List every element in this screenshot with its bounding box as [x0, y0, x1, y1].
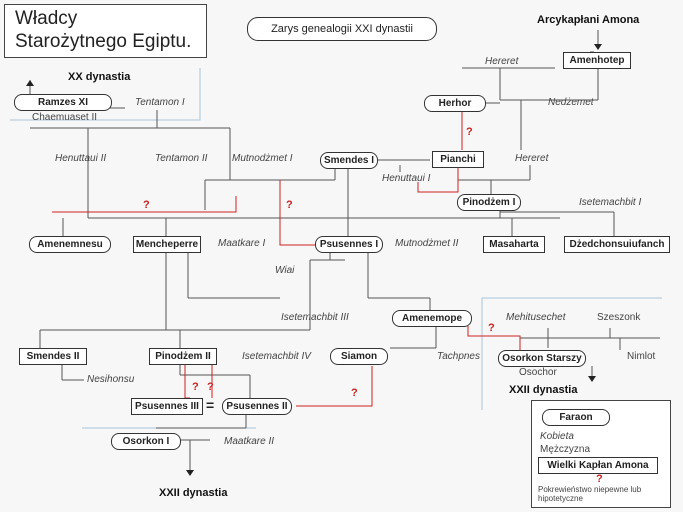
priest-masaharta: Masaharta: [483, 236, 545, 253]
pharaoh-amenemope: Amenemope: [392, 310, 472, 327]
subtitle-box: Zarys genealogii XXI dynastii: [247, 17, 437, 41]
man-chaemuaset: Chaemuaset II: [32, 112, 98, 123]
woman-isetemachbit1: Isetemachbit I: [579, 197, 642, 208]
header-dyn22-right: XXII dynastia: [509, 384, 578, 396]
man-wiai: Wiai: [275, 265, 295, 276]
header-amun: Arcykapłani Amona: [537, 14, 640, 26]
uncertain-mark-4: ?: [488, 322, 495, 334]
equals-sign: =: [206, 397, 215, 413]
header-dyn20: XX dynastia: [68, 71, 131, 83]
pharaoh-psusennes1: Psusennes I: [315, 236, 383, 253]
priest-pinodzem1: Pinodżem I: [457, 194, 521, 211]
woman-mutnodzmet1: Mutnodżmet I: [232, 153, 293, 164]
priest-dzedchonsu: Dżedchonsuiufanch: [564, 236, 670, 253]
woman-henuttaui2: Henuttaui II: [55, 153, 107, 164]
uncertain-mark-2: ?: [143, 199, 150, 211]
priest-mencheperre: Mencheperre: [133, 236, 201, 253]
uncertain-mark-5: ?: [192, 381, 199, 393]
uncertain-mark-1: ?: [466, 126, 473, 138]
priest-pinodzem2: Pinodżem II: [149, 348, 217, 365]
pharaoh-smendes1: Smendes I: [320, 152, 378, 169]
woman-nedzemet: Nedżemet: [548, 97, 594, 108]
legend-relation: Pokrewieństwo niepewne lub hipotetyczne: [538, 485, 642, 503]
priest-amenhotep: Amenhotep: [563, 52, 631, 69]
man-nimlot: Nimlot: [627, 351, 656, 362]
woman-isetemachbit3: Isetemachbit III: [281, 312, 349, 323]
priest-amenemnesu: Amenemnesu: [29, 236, 111, 253]
legend-mezczyzna: Mężczyzna: [540, 444, 591, 455]
header-dyn22-bottom: XXII dynastia: [159, 487, 228, 499]
uncertain-mark-6: ?: [207, 381, 214, 393]
uncertain-mark-3: ?: [286, 199, 293, 211]
legend-kobieta: Kobieta: [540, 431, 574, 442]
pharaoh-ramzes: Ramzes XI: [14, 94, 112, 111]
man-osochor: Osochor: [519, 367, 557, 378]
title-box: Władcy Starożytnego Egiptu.: [4, 4, 207, 58]
priest-smendes2: Smendes II: [19, 348, 87, 365]
pharaoh-osorkon-starszy: Osorkon Starszy: [498, 350, 586, 367]
man-szeszonk: Szeszonk: [597, 312, 641, 323]
legend: Faraon Kobieta Mężczyzna Wielki Kapłan A…: [531, 400, 671, 508]
legend-faraon: Faraon: [542, 409, 610, 426]
woman-tachpnes: Tachpnes: [437, 351, 480, 362]
woman-maatkare2: Maatkare II: [224, 436, 275, 447]
woman-mutnodzmet2: Mutnodżmet II: [395, 238, 459, 249]
legend-q: ?: [596, 473, 603, 485]
woman-henuttaui1: Henuttaui I: [382, 173, 431, 184]
pharaoh-psusennes2: Psusennes II: [222, 398, 292, 415]
priest-pianchi: Pianchi: [432, 151, 484, 168]
herhor-box: Herhor: [424, 95, 486, 112]
woman-hereret-top: Hereret: [485, 56, 519, 67]
woman-tentamon1: Tentamon I: [135, 97, 185, 108]
woman-maatkare1: Maatkare I: [218, 238, 266, 249]
pharaoh-osorkon1: Osorkon I: [111, 433, 181, 450]
legend-kaplan: Wielki Kapłan Amona: [538, 457, 658, 474]
uncertain-mark-7: ?: [351, 387, 358, 399]
pharaoh-siamon: Siamon: [330, 348, 388, 365]
priest-psusennes3: Psusennes III: [131, 398, 203, 415]
woman-isetemachbit4: Isetemachbit IV: [242, 351, 311, 362]
woman-mehitusechet: Mehitusechet: [506, 312, 566, 323]
title-line-2: Starożytnego Egiptu.: [15, 31, 192, 52]
woman-hereret: Hereret: [515, 153, 549, 164]
woman-tentamon2: Tentamon II: [155, 153, 208, 164]
man-nesihonsu: Nesihonsu: [87, 374, 135, 385]
title-line-1: Władcy: [15, 8, 78, 29]
